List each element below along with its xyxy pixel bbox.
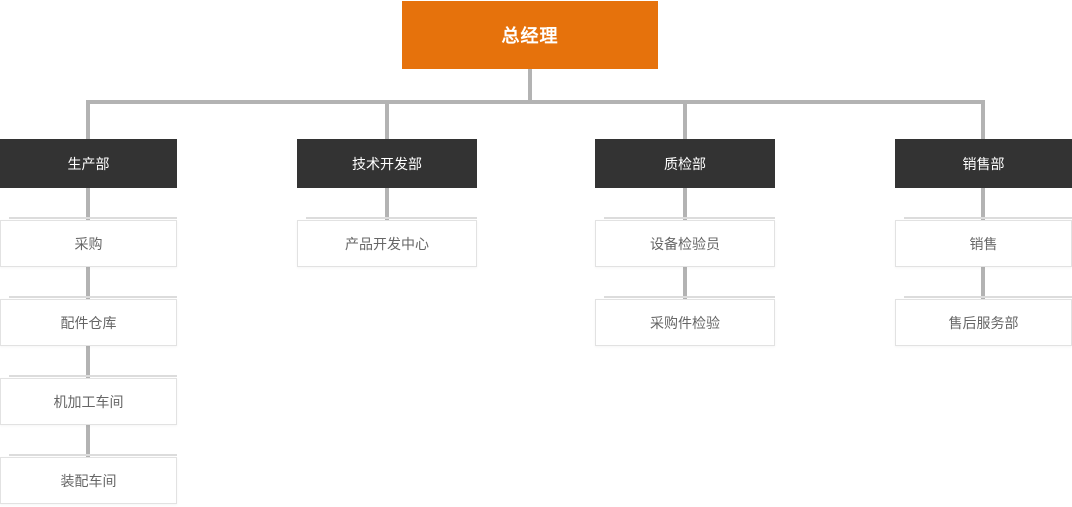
org-node-tech-dev-dept: 技术开发部 bbox=[297, 139, 477, 188]
connector-drop-quality bbox=[683, 104, 687, 139]
connector-equipment-to-purchased-parts bbox=[683, 267, 687, 299]
org-node-production-dept: 生产部 bbox=[0, 139, 177, 188]
org-node-quality-inspection-dept: 质检部 bbox=[595, 139, 775, 188]
connector-sales-dept-to-sales bbox=[981, 188, 985, 220]
org-node-machining-workshop: 机加工车间 bbox=[0, 375, 177, 425]
connector-main-horizontal bbox=[86, 100, 985, 104]
org-node-label: 销售部 bbox=[962, 155, 1005, 172]
org-node-label: 销售 bbox=[969, 235, 998, 252]
org-node-label: 机加工车间 bbox=[53, 393, 124, 410]
connector-machining-to-assembly bbox=[86, 425, 90, 457]
org-node-product-dev-center: 产品开发中心 bbox=[297, 217, 477, 267]
connector-tech-dev-to-product-dev bbox=[385, 188, 389, 220]
connector-quality-to-equipment-inspector bbox=[683, 188, 687, 220]
connector-sales-to-after-sales bbox=[981, 267, 985, 299]
org-node-label: 采购 bbox=[74, 235, 103, 252]
org-node-label: 产品开发中心 bbox=[345, 235, 429, 252]
org-node-parts-warehouse: 配件仓库 bbox=[0, 296, 177, 346]
connector-root-stem bbox=[528, 69, 532, 104]
org-node-after-sales-service: 售后服务部 bbox=[895, 296, 1072, 346]
org-node-label: 配件仓库 bbox=[60, 314, 117, 331]
org-node-label: 设备检验员 bbox=[650, 235, 720, 252]
org-node-equipment-inspector: 设备检验员 bbox=[595, 217, 775, 267]
org-node-label: 生产部 bbox=[67, 155, 110, 172]
org-node-sales-dept: 销售部 bbox=[895, 139, 1072, 188]
connector-parts-warehouse-to-machining bbox=[86, 346, 90, 378]
org-node-label: 售后服务部 bbox=[948, 314, 1019, 331]
org-node-sales: 销售 bbox=[895, 217, 1072, 267]
org-node-assembly-workshop: 装配车间 bbox=[0, 454, 177, 504]
connector-drop-sales bbox=[981, 104, 985, 139]
connector-drop-tech-dev bbox=[385, 104, 389, 139]
org-node-label: 装配车间 bbox=[60, 472, 117, 489]
connector-production-to-procurement bbox=[86, 188, 90, 220]
org-node-label: 技术开发部 bbox=[352, 155, 422, 172]
connector-drop-production bbox=[86, 104, 90, 139]
org-node-label: 总经理 bbox=[501, 26, 559, 46]
org-node-purchased-parts-inspection: 采购件检验 bbox=[595, 296, 775, 346]
connector-procurement-to-parts-warehouse bbox=[86, 267, 90, 299]
org-node-general-manager: 总经理 bbox=[402, 1, 658, 69]
org-node-label: 采购件检验 bbox=[650, 314, 720, 331]
org-node-procurement: 采购 bbox=[0, 217, 177, 267]
org-node-label: 质检部 bbox=[664, 155, 706, 172]
